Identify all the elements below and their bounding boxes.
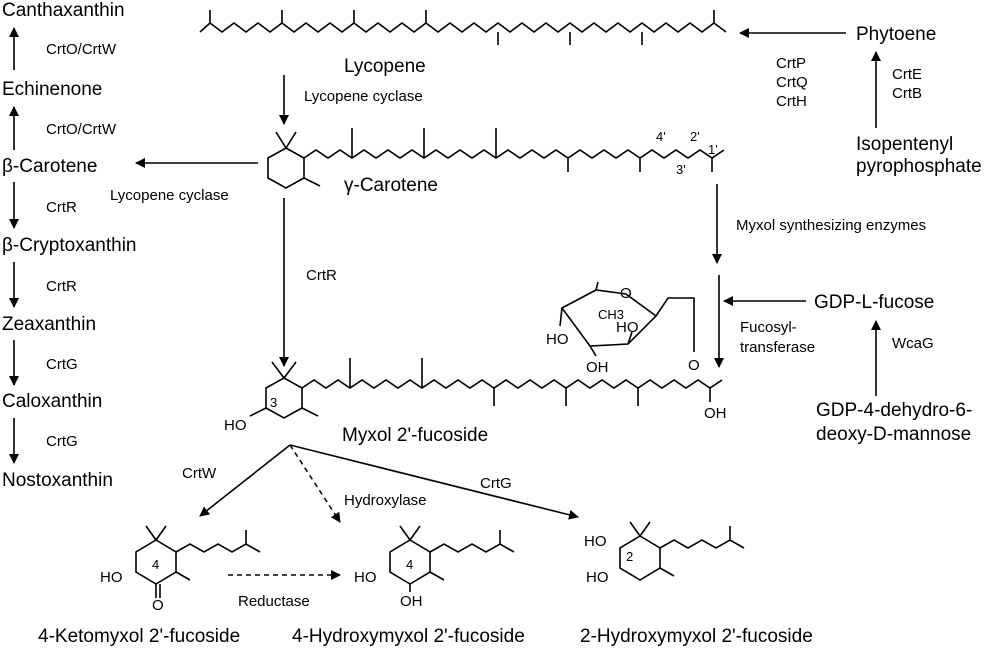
- hydroxymyxol4-structure: [389, 525, 515, 592]
- enzyme-fucosyl-line2: transferase: [740, 339, 815, 356]
- enzyme-crte: CrtE: [892, 66, 922, 83]
- fucose-oh-bottom: OH: [586, 359, 609, 376]
- myxol-chain: [301, 379, 723, 389]
- enzyme-lycopene-cyclase-2: Lycopene cyclase: [110, 187, 229, 204]
- enzyme-fucosyl-line1: Fucosyl-: [740, 319, 797, 336]
- enzyme-crtg-2: CrtG: [46, 433, 78, 450]
- enzyme-crtg-1: CrtG: [46, 356, 78, 373]
- gamma-carotene-ring: [267, 131, 321, 189]
- ipp-label-line1: Isopentenyl: [856, 134, 953, 155]
- hydroxymyxol2-label: 2-Hydroxymyxol 2'-fucoside: [580, 626, 813, 647]
- ketomyxol-o: O: [152, 597, 164, 614]
- myxol-oh: OH: [704, 405, 727, 422]
- fucose-ho-left: HO: [546, 331, 569, 348]
- hydroxymyxol2-structure: [619, 521, 745, 581]
- beta-cryptoxanthin-label: β-Cryptoxanthin: [2, 235, 136, 256]
- fucose-ring-oxygen: O: [620, 285, 632, 302]
- hydroxymyxol2-ho-top: HO: [584, 533, 607, 550]
- hydroxymyxol2-position-2: 2: [626, 549, 633, 564]
- gdp-mannose-label-line2: deoxy-D-mannose: [816, 424, 971, 445]
- myxol-ring: [249, 361, 319, 419]
- gdp-mannose-label-line1: GDP-4-dehydro-6-: [816, 400, 972, 421]
- enzyme-crtg-center: CrtG: [480, 475, 512, 492]
- enzyme-crtb: CrtB: [892, 85, 922, 102]
- gamma-carotene-methyls: [351, 128, 713, 172]
- enzyme-crtp: CrtP: [776, 55, 806, 72]
- enzyme-crto-crtw-1: CrtO/CrtW: [46, 41, 117, 58]
- enzyme-crtr-center: CrtR: [306, 267, 337, 284]
- zeaxanthin-label: Zeaxanthin: [2, 314, 96, 335]
- myxol-ho: HO: [224, 417, 247, 434]
- enzyme-crtr-2: CrtR: [46, 278, 77, 295]
- beta-carotene-label: β-Carotene: [2, 156, 97, 177]
- enzyme-myxol-synthesizing: Myxol synthesizing enzymes: [736, 217, 926, 234]
- enzyme-crto-crtw-2: CrtO/CrtW: [46, 121, 117, 138]
- gamma-carotene-label: γ-Carotene: [344, 175, 438, 196]
- hydroxymyxol4-ho: HO: [354, 569, 377, 586]
- position-2p: 2': [690, 129, 700, 144]
- lycopene-structure: [199, 21, 727, 33]
- enzyme-crth: CrtH: [776, 93, 807, 110]
- lycopene-methyls: [209, 10, 715, 45]
- hydroxymyxol4-position-4: 4: [406, 557, 413, 572]
- myxol-methyls: [349, 358, 711, 406]
- lycopene-label: Lycopene: [344, 56, 426, 77]
- arrow-to-ketomyxol: [199, 444, 291, 517]
- position-3p: 3': [676, 162, 686, 177]
- enzyme-crtw: CrtW: [182, 465, 217, 482]
- fucose-ring: [559, 281, 695, 357]
- position-4p: 4': [656, 129, 666, 144]
- hydroxymyxol4-oh: OH: [400, 593, 423, 610]
- gamma-carotene-chain: [303, 149, 725, 159]
- ipp-label-line2: pyrophosphate: [856, 156, 982, 177]
- ketomyxol-ho: HO: [100, 569, 123, 586]
- arrow-to-4-hydroxymyxol: [289, 444, 341, 523]
- ketomyxol-structure: [135, 525, 261, 598]
- enzyme-hydroxylase: Hydroxylase: [344, 492, 427, 509]
- caloxanthin-label: Caloxanthin: [2, 391, 102, 412]
- hydroxymyxol4-label: 4-Hydroxymyxol 2'-fucoside: [292, 626, 525, 647]
- glycosidic-oxygen: O: [688, 357, 700, 374]
- arrow-to-2-hydroxymyxol: [289, 444, 579, 520]
- myxol-fucoside-label: Myxol 2'-fucoside: [342, 425, 488, 446]
- phytoene-label: Phytoene: [856, 24, 936, 45]
- position-1p: 1': [708, 142, 718, 157]
- myxol-position-3: 3: [270, 395, 277, 410]
- enzyme-lycopene-cyclase-1: Lycopene cyclase: [304, 88, 423, 105]
- enzyme-wcag: WcaG: [892, 335, 934, 352]
- ketomyxol-label: 4-Ketomyxol 2'-fucoside: [38, 626, 240, 647]
- enzyme-crtr-1: CrtR: [46, 199, 77, 216]
- ketomyxol-position-4: 4: [152, 557, 159, 572]
- gdp-fucose-label: GDP-L-fucose: [814, 292, 934, 313]
- nostoxanthin-label: Nostoxanthin: [2, 470, 113, 491]
- enzyme-reductase: Reductase: [238, 593, 310, 610]
- enzyme-crtq: CrtQ: [776, 74, 808, 91]
- fucose-ch3: CH3: [598, 307, 624, 322]
- echinenone-label: Echinenone: [2, 79, 102, 100]
- fucose-ho-inner: HO: [616, 319, 639, 336]
- hydroxymyxol2-ho-bottom: HO: [586, 569, 609, 586]
- canthaxanthin-label: Canthaxanthin: [2, 0, 125, 21]
